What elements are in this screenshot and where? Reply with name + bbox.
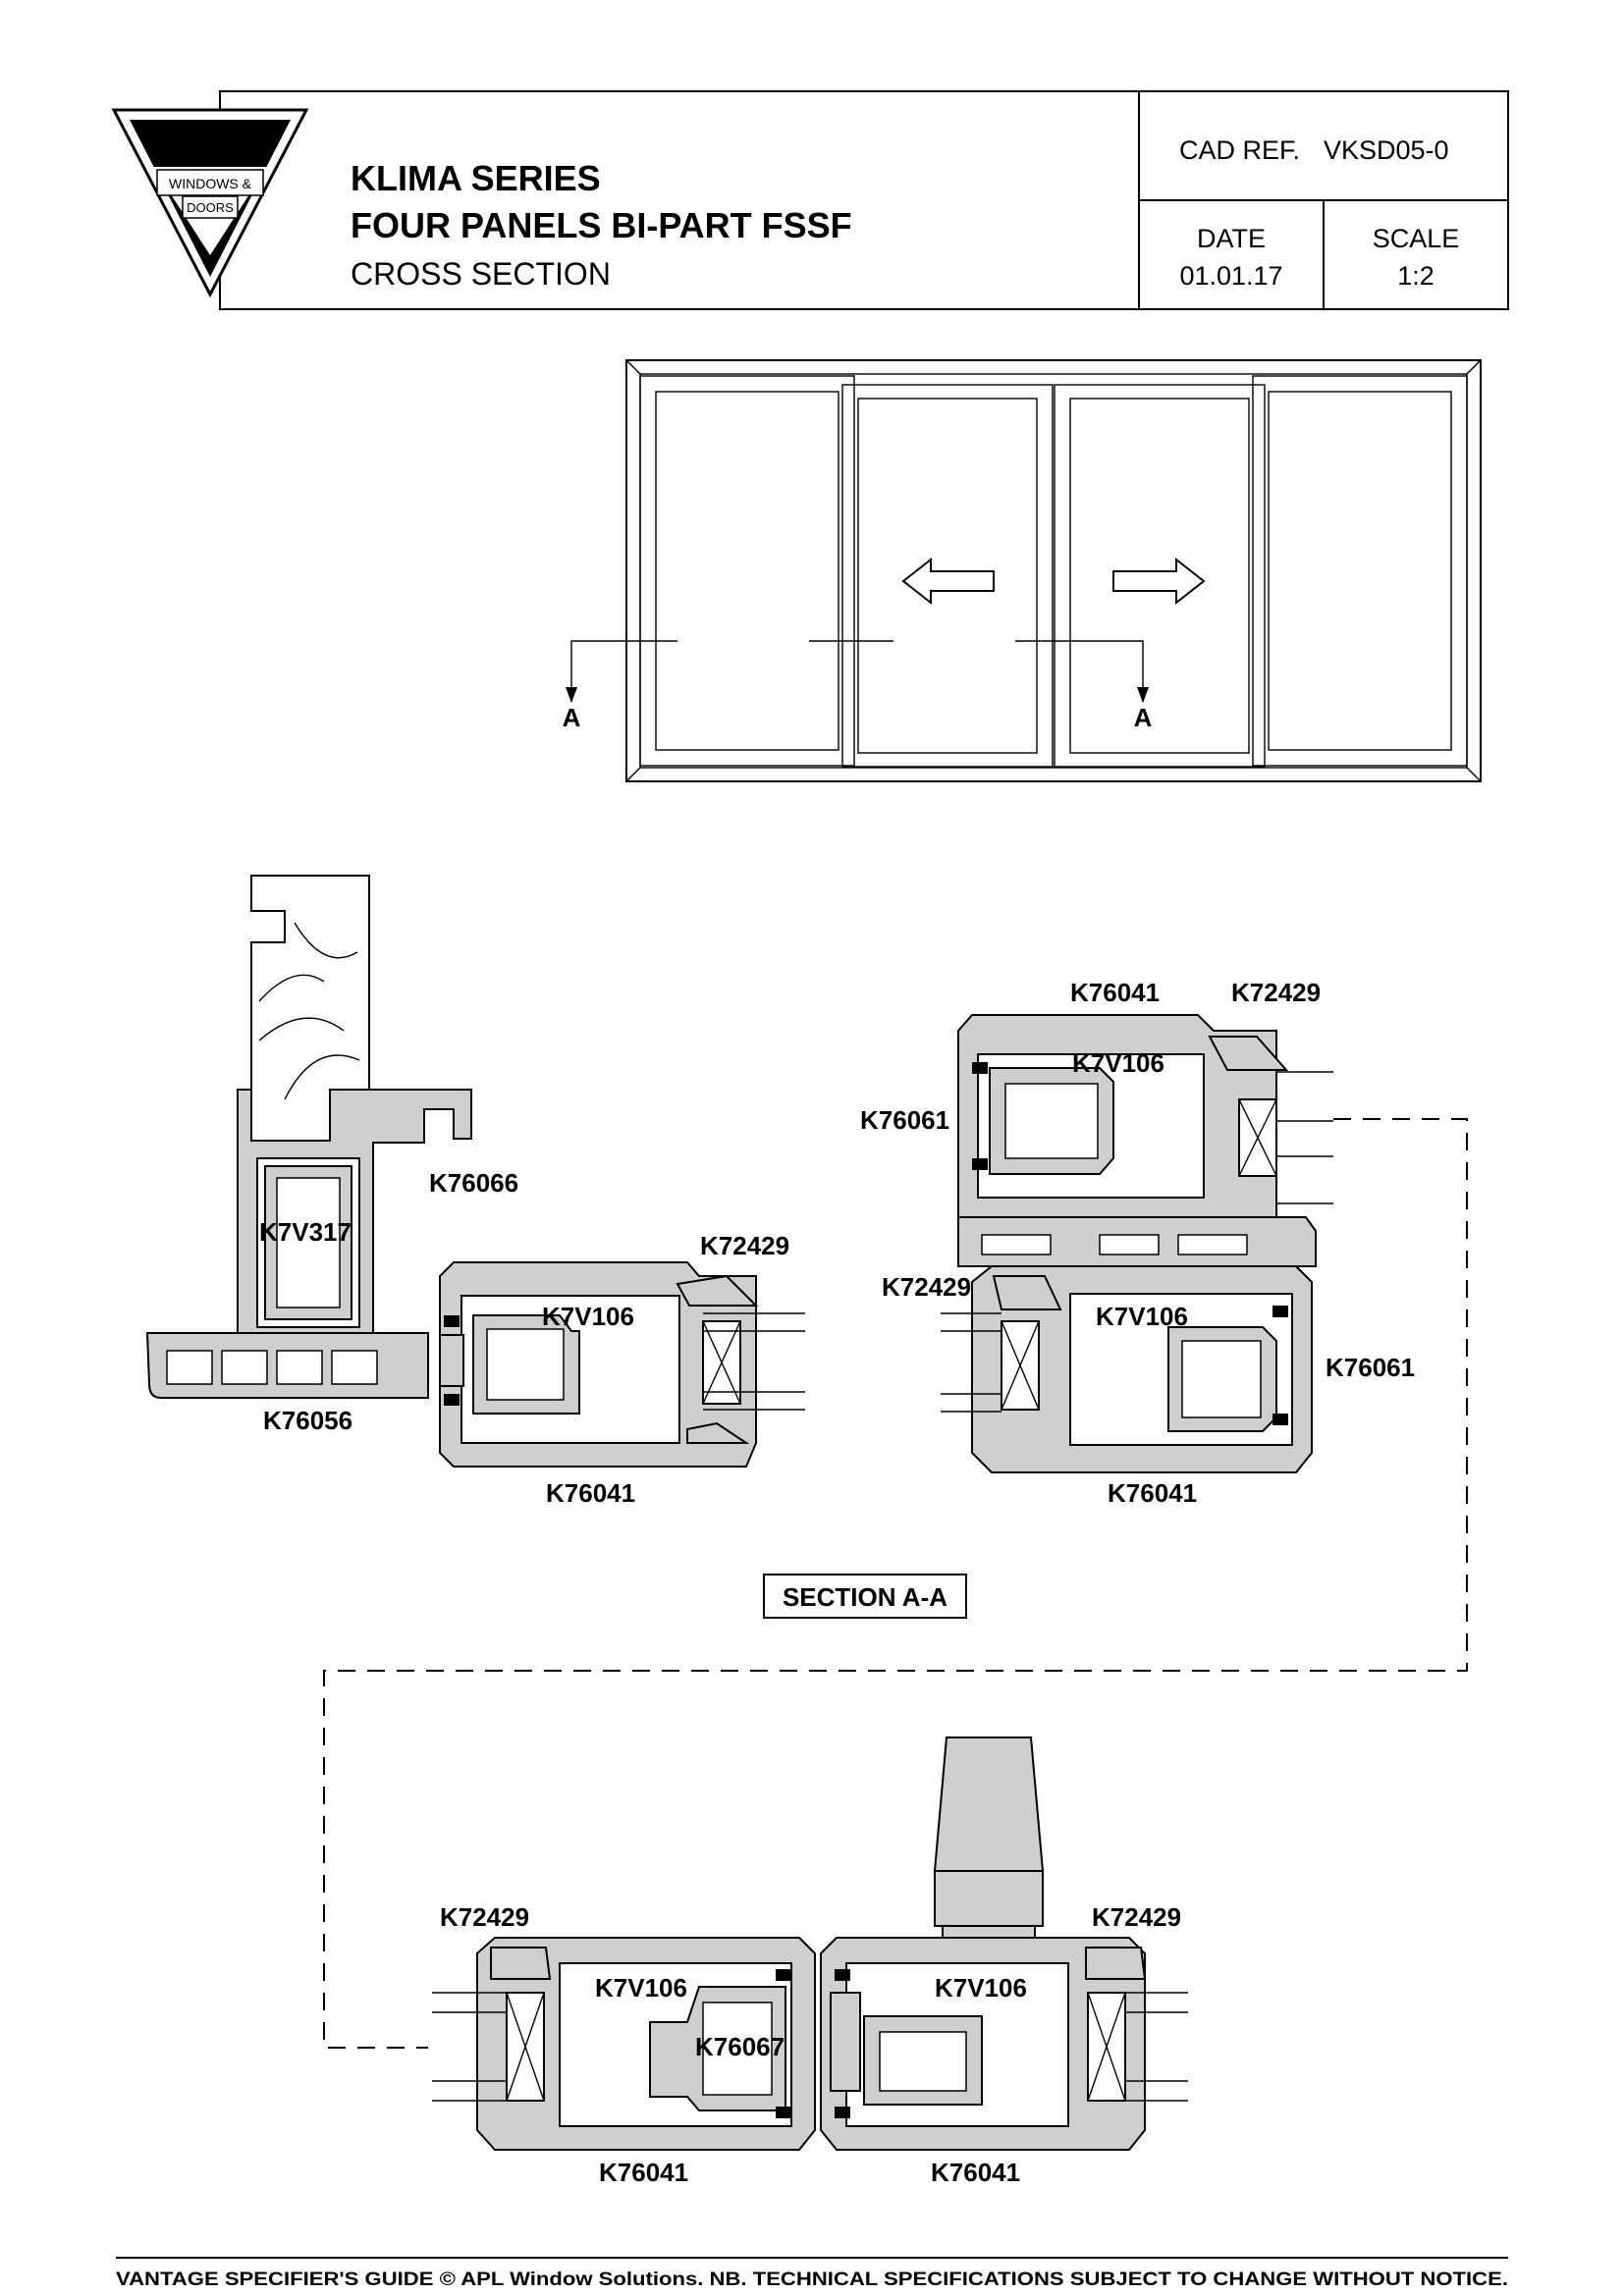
date-value: 01.01.17 [1179, 261, 1282, 291]
section-title-box [763, 1574, 967, 1619]
cad-ref-value: VKSD05-0 [1324, 135, 1449, 165]
vantage-logo: VANTAGE WINDOWS & DOORS [111, 108, 309, 298]
label-bottom-left-k76041: K76041 [599, 2158, 688, 2187]
label-k76067: K76067 [695, 2032, 785, 2061]
label-bottom-left-k72429: K72429 [440, 1902, 529, 1932]
left-jamb-detail [145, 875, 805, 1468]
footer-text: VANTAGE SPECIFIER'S GUIDE © APL Window S… [116, 2269, 1508, 2290]
right-slide-arrow-icon [1112, 557, 1206, 606]
elevation-view: A A [563, 359, 1482, 782]
label-left-k7v106: K7V106 [542, 1302, 634, 1331]
label-right-top-k76041: K76041 [1070, 978, 1160, 1007]
logo-brand: VANTAGE [140, 120, 281, 152]
right-interlock-detail [941, 1014, 1333, 1473]
label-right-bottom-k76041: K76041 [1108, 1478, 1197, 1508]
section-marker-right: A [1134, 703, 1153, 732]
scale-label: SCALE [1373, 224, 1460, 253]
detail-leader-dashed [323, 1118, 1468, 2049]
logo-sub2: DOORS [187, 200, 234, 215]
label-left-k76041: K76041 [546, 1478, 635, 1508]
section-title: SECTION A-A [783, 1582, 947, 1612]
scale-value: 1:2 [1397, 261, 1435, 291]
left-slide-arrow-icon [901, 557, 995, 606]
title-block: VANTAGE WINDOWS & DOORS KLIMA SERIES FOU… [111, 90, 1509, 310]
logo-sub1: WINDOWS & [169, 176, 252, 191]
label-right-top-k7v106: K7V106 [1072, 1048, 1164, 1078]
view-title: CROSS SECTION [351, 256, 611, 292]
label-k76056: K76056 [263, 1406, 352, 1435]
label-bottom-right-k76041: K76041 [931, 2158, 1020, 2187]
label-right-bottom-k7v106: K7V106 [1096, 1302, 1188, 1331]
date-label: DATE [1197, 224, 1266, 253]
meeting-stile-detail [432, 1736, 1188, 2151]
label-right-top-k72429: K72429 [1231, 978, 1321, 1007]
label-right-top-k76061: K76061 [860, 1105, 949, 1135]
label-left-k72429: K72429 [700, 1231, 789, 1260]
label-bottom-left-k7v106: K7V106 [595, 1973, 687, 2002]
series-title: KLIMA SERIES [351, 158, 601, 198]
cad-ref-label: CAD REF. [1179, 135, 1300, 165]
label-bottom-right-k7v106: K7V106 [935, 1973, 1027, 2002]
section-marker-left: A [563, 703, 581, 732]
label-k7v317: K7V317 [259, 1217, 352, 1247]
label-k76066: K76066 [429, 1168, 518, 1198]
product-title: FOUR PANELS BI-PART FSSF [351, 205, 852, 245]
label-right-bottom-k72429: K72429 [882, 1272, 971, 1302]
label-right-bottom-k76061: K76061 [1326, 1353, 1415, 1382]
label-bottom-right-k72429: K72429 [1092, 1902, 1181, 1932]
